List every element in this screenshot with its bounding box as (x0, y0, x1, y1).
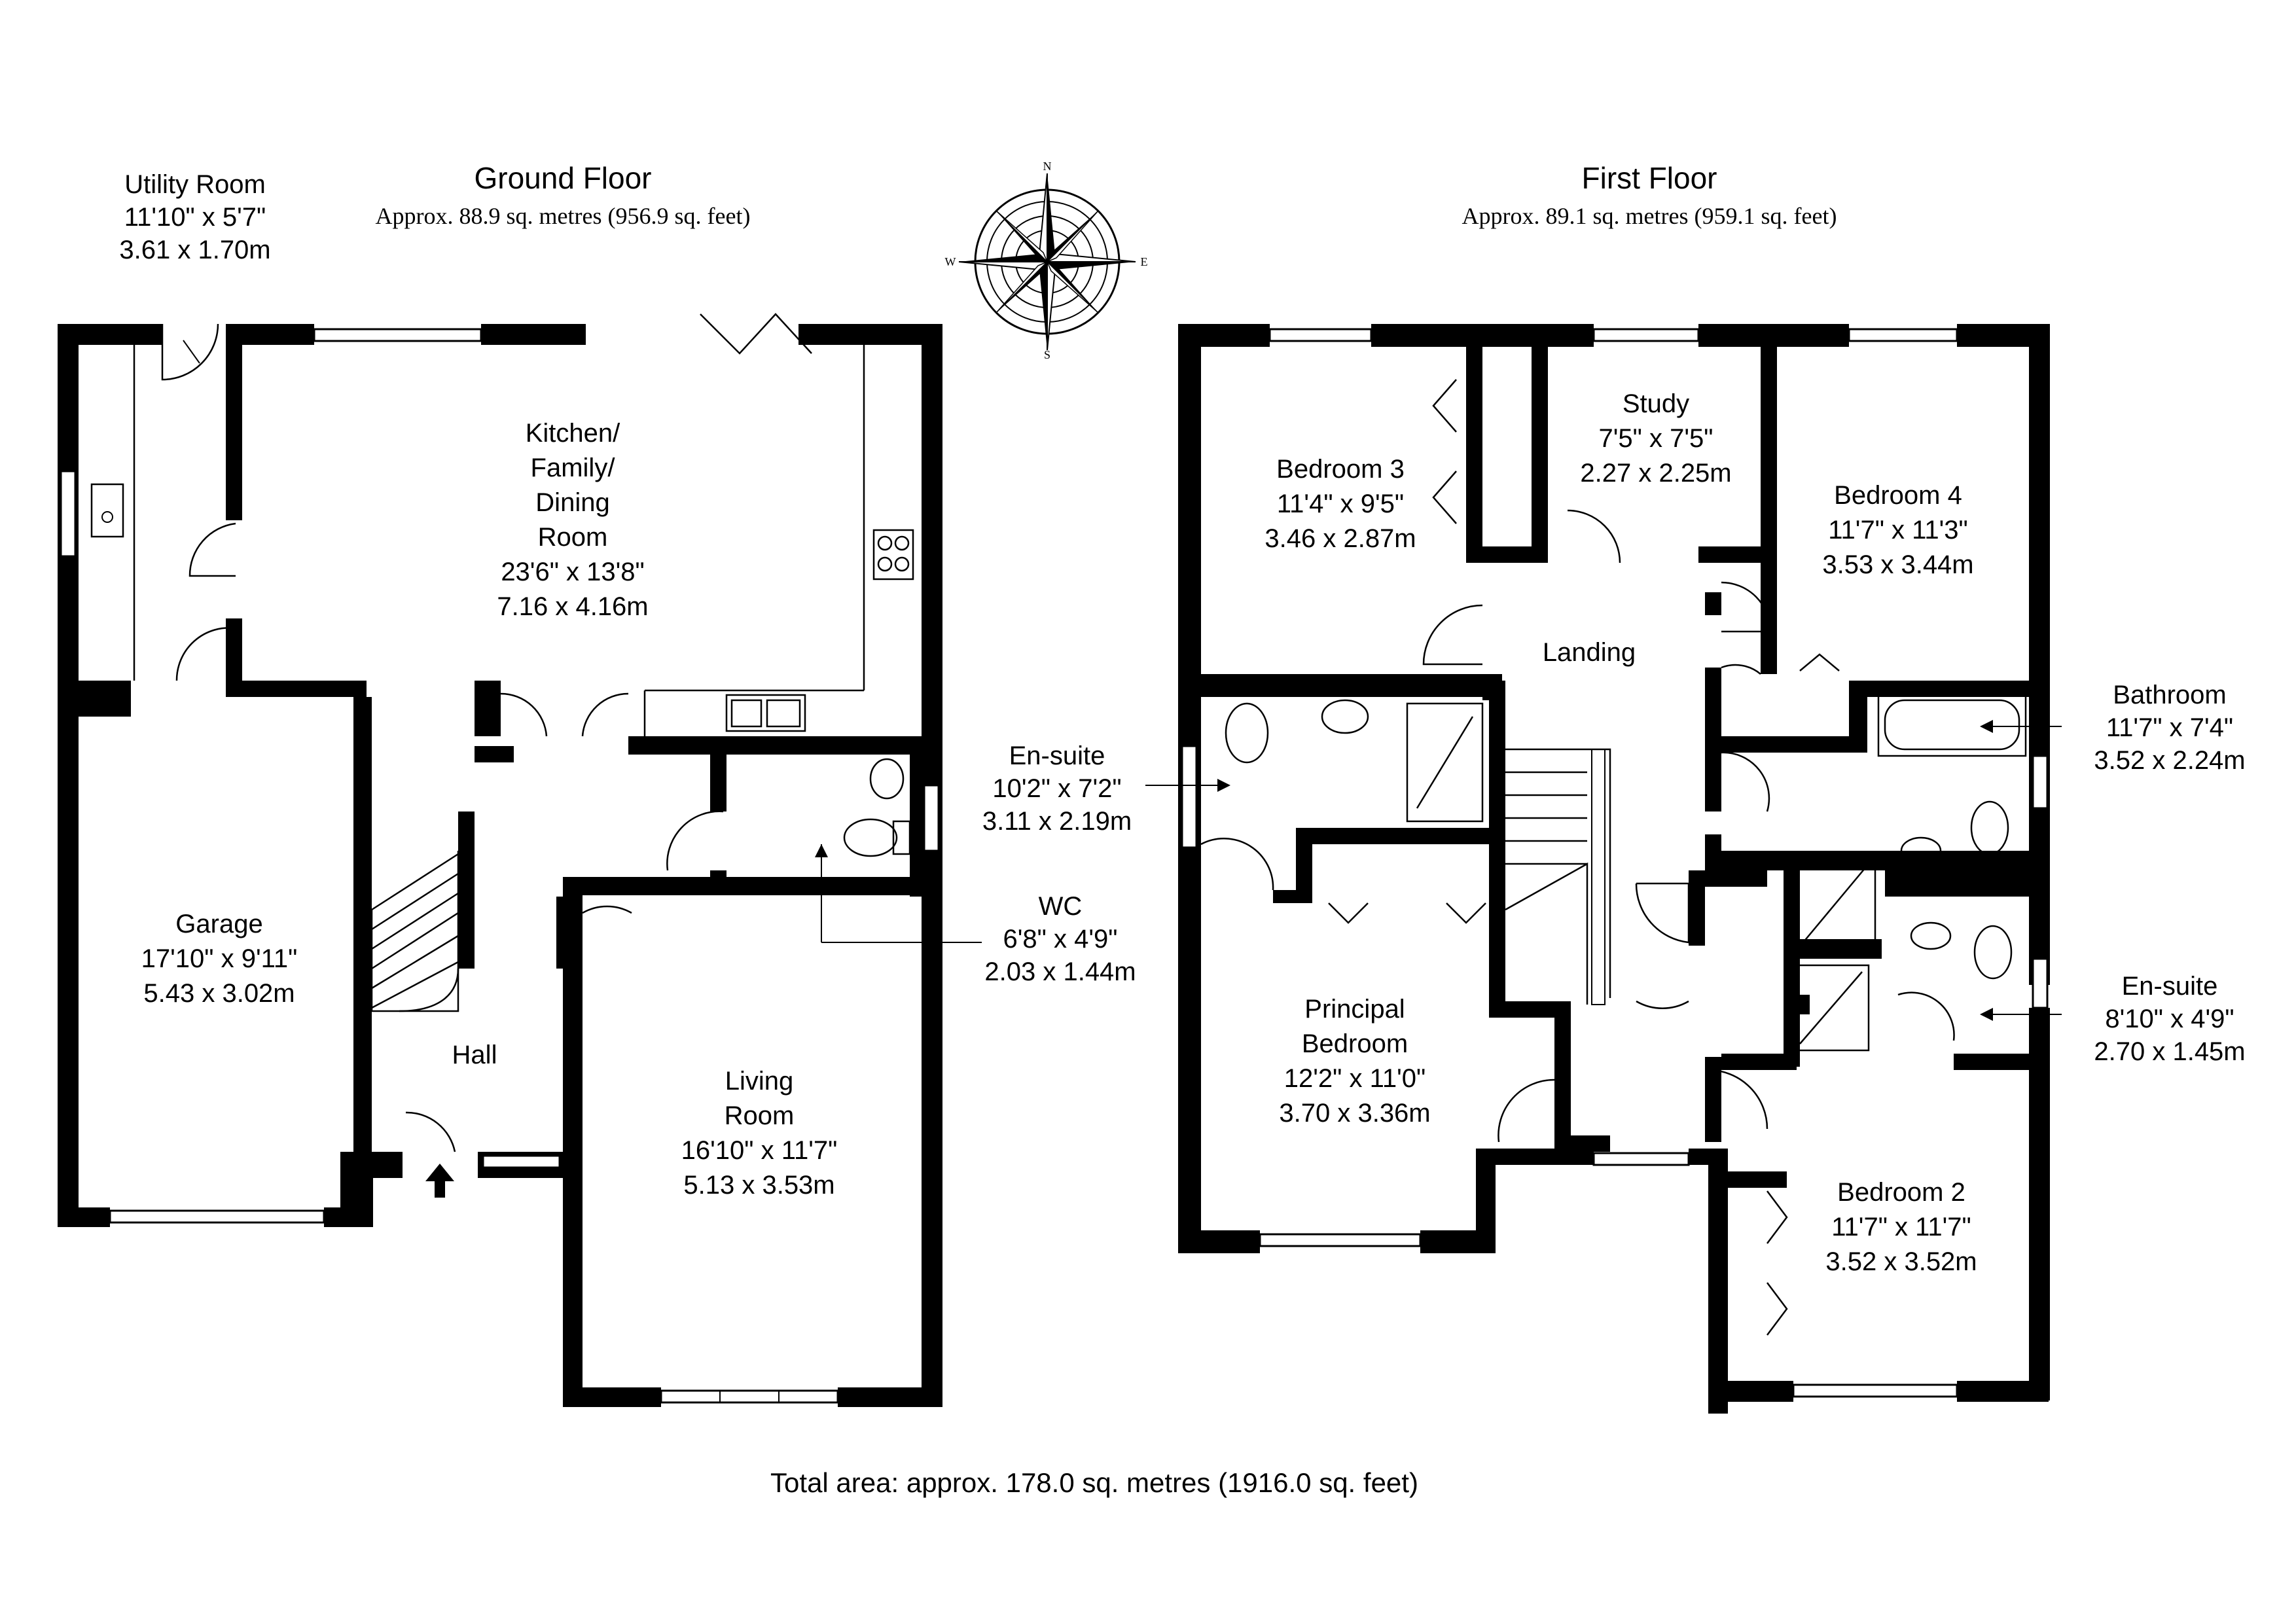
compass-west: W (945, 255, 956, 268)
compass-south: S (1044, 348, 1050, 361)
study-metric: 2.27 x 2.25m (1580, 459, 1731, 488)
room-label-bedroom-4: Bedroom 4 11'7" x 11'3" 3.53 x 3.44m (1822, 481, 1973, 579)
bathroom-name: Bathroom (2113, 681, 2226, 709)
ground-floor-walls (58, 324, 942, 1407)
living-line-1: Living (725, 1067, 794, 1096)
room-label-bedroom-3: Bedroom 3 11'4" x 9'5" 3.46 x 2.87m (1265, 455, 1416, 553)
bedroom4-imperial: 11'7" x 11'3" (1828, 516, 1967, 544)
first-floor-fittings (1225, 692, 2027, 1052)
total-area: Total area: approx. 178.0 sq. metres (19… (770, 1467, 1418, 1498)
ground-floor-area: Approx. 88.9 sq. metres (956.9 sq. feet) (376, 203, 751, 229)
living-line-2: Room (725, 1101, 795, 1130)
ensuite1-metric: 3.11 x 2.19m (982, 807, 1132, 836)
utility-metric: 3.61 x 1.70m (119, 236, 270, 264)
principal-line-1: Principal (1304, 995, 1405, 1024)
room-label-garage: Garage 17'10" x 9'11" 5.43 x 3.02m (141, 910, 298, 1008)
room-label-kitchen: Kitchen/ Family/ Dining Room 23'6" x 13'… (497, 419, 648, 621)
utility-name: Utility Room (124, 170, 266, 199)
first-floor-title: First Floor (1582, 161, 1717, 195)
compass-rose-icon: N S E W (945, 160, 1148, 361)
kitchen-imperial: 23'6" x 13'8" (501, 558, 644, 586)
ground-floor-fittings (90, 345, 914, 1198)
bedroom2-imperial: 11'7" x 11'7" (1831, 1213, 1971, 1241)
bedroom4-metric: 3.53 x 3.44m (1822, 550, 1973, 579)
room-label-ensuite-1: En-suite 10'2" x 7'2" 3.11 x 2.19m (982, 741, 1132, 836)
room-label-living: Living Room 16'10" x 11'7" 5.13 x 3.53m (681, 1067, 838, 1200)
bedroom3-metric: 3.46 x 2.87m (1265, 524, 1416, 553)
study-name: Study (1623, 389, 1689, 418)
bedroom4-name: Bedroom 4 (1834, 481, 1962, 510)
bathroom-imperial: 11'7" x 7'4" (2106, 713, 2233, 742)
room-label-wc: WC 6'8" x 4'9" 2.03 x 1.44m (984, 892, 1136, 986)
kitchen-line-4: Room (538, 523, 608, 552)
principal-line-2: Bedroom (1302, 1029, 1408, 1058)
living-imperial: 16'10" x 11'7" (681, 1136, 838, 1165)
room-label-study: Study 7'5" x 7'5" 2.27 x 2.25m (1580, 389, 1731, 488)
room-label-utility: Utility Room 11'10" x 5'7" 3.61 x 1.70m (119, 170, 270, 264)
kitchen-line-2: Family/ (531, 454, 616, 482)
kitchen-line-1: Kitchen/ (526, 419, 620, 448)
wc-metric: 2.03 x 1.44m (984, 957, 1136, 986)
first-floor-windows (1181, 328, 2049, 1398)
room-label-bedroom-2: Bedroom 2 11'7" x 11'7" 3.52 x 3.52m (1825, 1178, 1977, 1276)
principal-metric: 3.70 x 3.36m (1279, 1099, 1430, 1128)
ensuite2-metric: 2.70 x 1.45m (2094, 1037, 2245, 1066)
bedroom2-name: Bedroom 2 (1837, 1178, 1965, 1207)
bedroom3-name: Bedroom 3 (1276, 455, 1405, 484)
garage-imperial: 17'10" x 9'11" (141, 944, 298, 973)
bedroom3-imperial: 11'4" x 9'5" (1277, 490, 1404, 518)
bathroom-metric: 3.52 x 2.24m (2094, 746, 2245, 775)
wc-name: WC (1039, 892, 1083, 921)
first-floor-area: Approx. 89.1 sq. metres (959.1 sq. feet) (1462, 203, 1837, 229)
kitchen-metric: 7.16 x 4.16m (497, 592, 648, 621)
study-imperial: 7'5" x 7'5" (1599, 424, 1713, 453)
ensuite1-imperial: 10'2" x 7'2" (992, 774, 1121, 803)
wc-imperial: 6'8" x 4'9" (1003, 925, 1118, 954)
first-floor-doors (1200, 379, 1955, 1336)
room-label-bathroom: Bathroom 11'7" x 7'4" 3.52 x 2.24m (2094, 681, 2245, 775)
principal-imperial: 12'2" x 11'0" (1284, 1064, 1426, 1093)
bedroom2-metric: 3.52 x 3.52m (1825, 1247, 1977, 1276)
leader-lines (183, 340, 2062, 1021)
ensuite2-imperial: 8'10" x 4'9" (2105, 1005, 2234, 1033)
room-label-principal: Principal Bedroom 12'2" x 11'0" 3.70 x 3… (1279, 995, 1430, 1128)
ensuite2-name: En-suite (2122, 972, 2218, 1001)
ground-floor-doors (161, 313, 812, 1152)
compass-east: E (1141, 255, 1148, 268)
hall-label: Hall (452, 1041, 497, 1069)
compass-north: N (1043, 160, 1052, 173)
ground-floor-title: Ground Floor (474, 161, 651, 195)
garage-metric: 5.43 x 3.02m (143, 979, 295, 1008)
living-metric: 5.13 x 3.53m (683, 1171, 834, 1200)
utility-imperial: 11'10" x 5'7" (124, 203, 266, 232)
garage-name: Garage (175, 910, 262, 938)
ensuite1-name: En-suite (1009, 741, 1105, 770)
ground-floor-windows (60, 328, 940, 1404)
room-label-ensuite-2: En-suite 8'10" x 4'9" 2.70 x 1.45m (2094, 972, 2245, 1066)
kitchen-line-3: Dining (535, 488, 609, 517)
landing-label: Landing (1543, 638, 1636, 667)
